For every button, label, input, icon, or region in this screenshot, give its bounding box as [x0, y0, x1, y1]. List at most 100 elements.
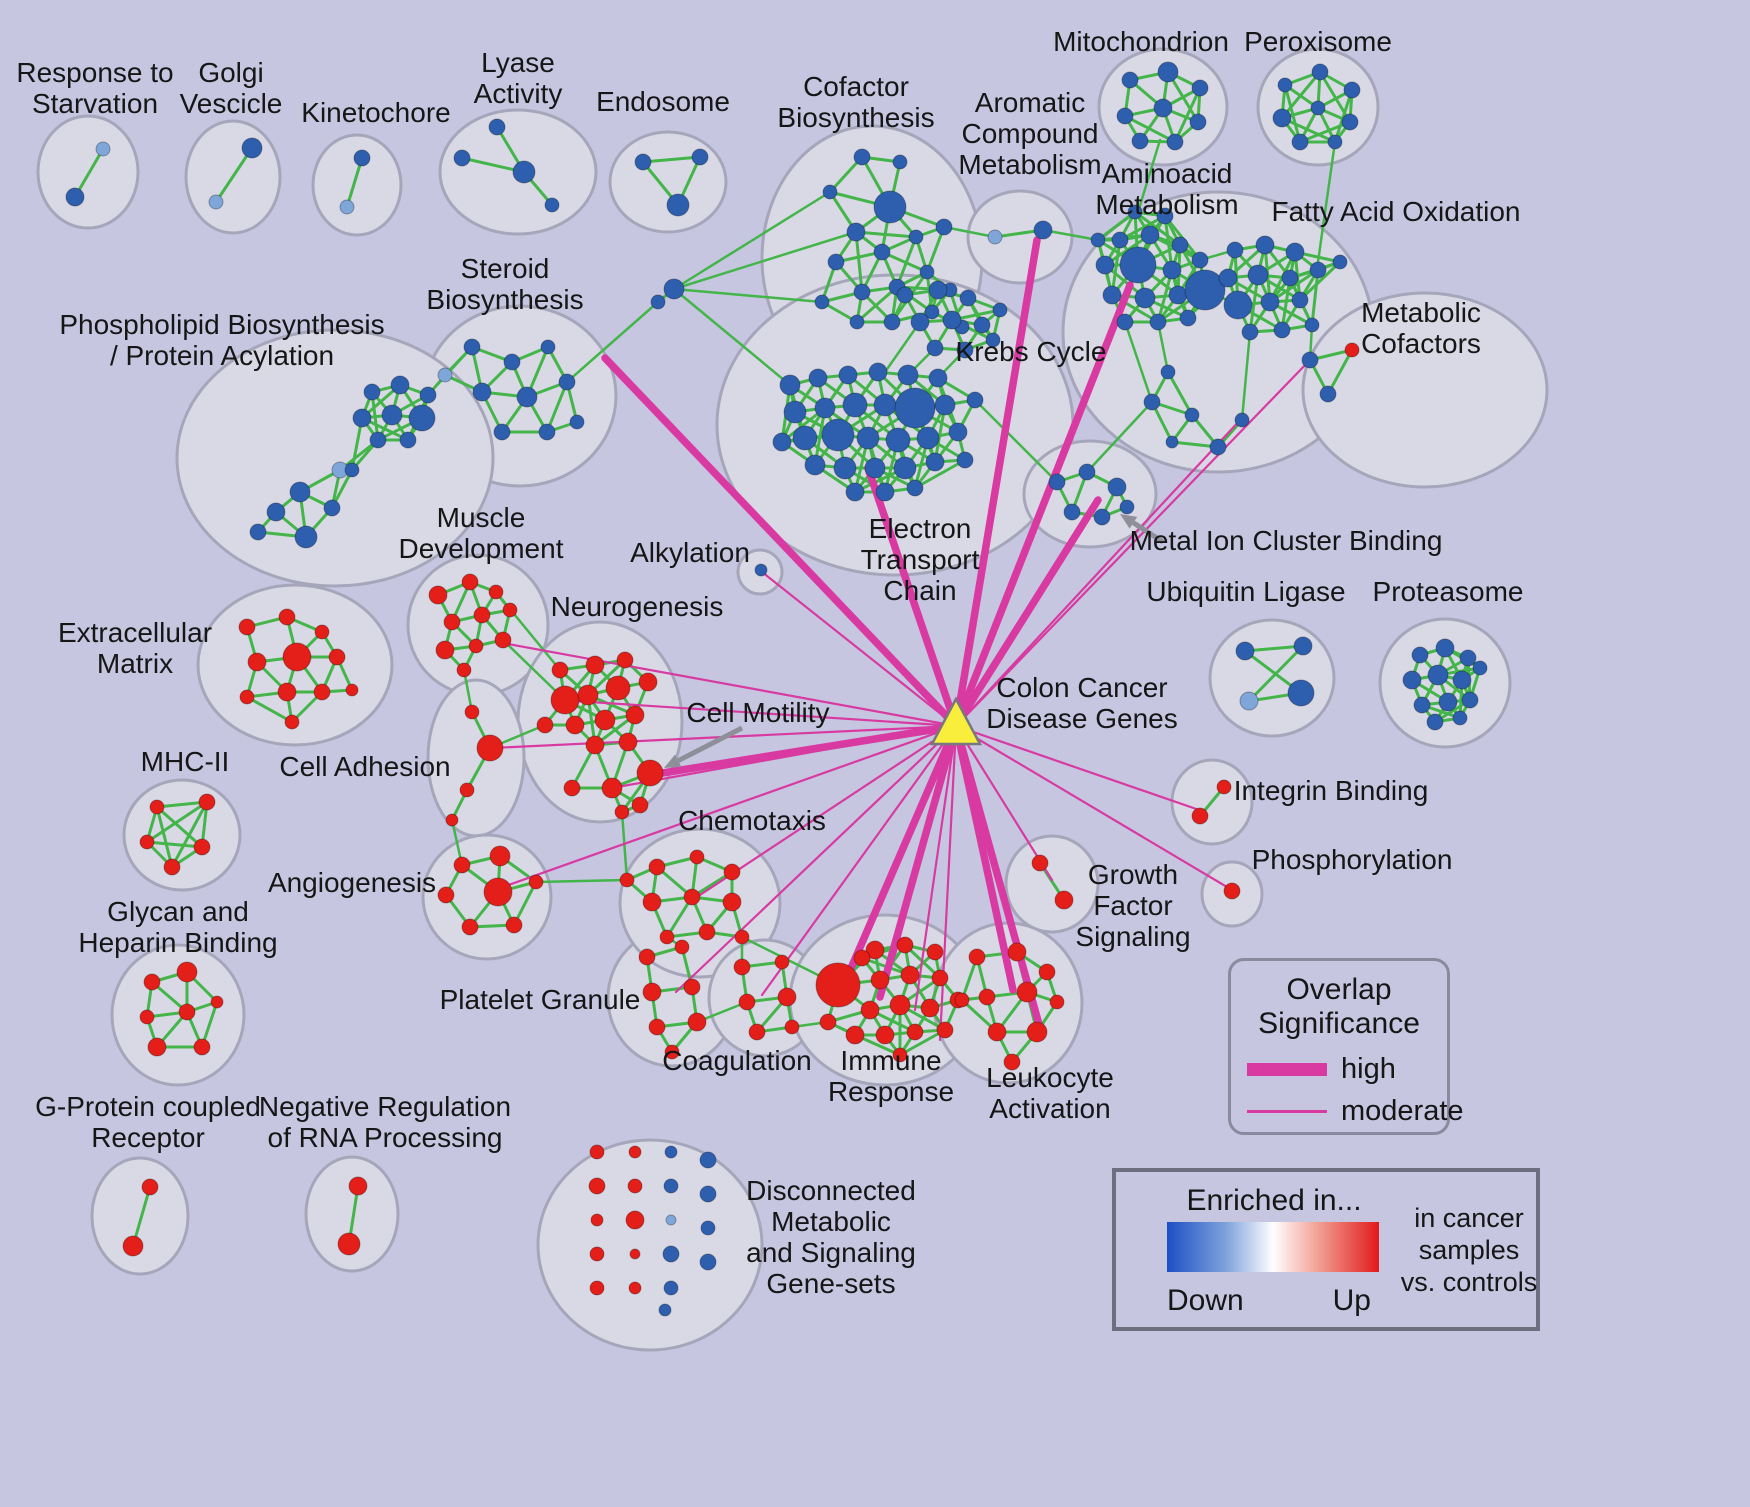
gene-set-node[interactable]	[551, 661, 569, 679]
gene-set-node[interactable]	[456, 662, 472, 678]
gene-set-node[interactable]	[1327, 134, 1343, 150]
gene-set-node[interactable]	[1038, 963, 1056, 981]
gene-set-node[interactable]	[942, 310, 962, 330]
gene-set-node[interactable]	[889, 994, 911, 1016]
gene-set-node[interactable]	[284, 714, 300, 730]
gene-set-node[interactable]	[906, 479, 924, 497]
gene-set-node[interactable]	[95, 141, 111, 157]
gene-set-node[interactable]	[631, 796, 649, 814]
gene-set-node[interactable]	[369, 431, 387, 449]
gene-set-node[interactable]	[505, 916, 523, 934]
gene-set-node[interactable]	[323, 499, 341, 517]
gene-set-node[interactable]	[865, 940, 885, 960]
gene-set-node[interactable]	[1119, 246, 1157, 284]
gene-set-node[interactable]	[849, 314, 865, 330]
gene-set-node[interactable]	[163, 858, 181, 876]
gene-set-node[interactable]	[916, 426, 940, 450]
gene-set-node[interactable]	[896, 286, 914, 304]
gene-set-node[interactable]	[625, 705, 645, 725]
gene-set-node[interactable]	[363, 383, 381, 401]
gene-set-node[interactable]	[1461, 691, 1479, 709]
gene-set-node[interactable]	[1131, 132, 1149, 150]
gene-set-node[interactable]	[1049, 994, 1065, 1010]
gene-set-node[interactable]	[282, 642, 312, 672]
gene-set-node[interactable]	[1191, 807, 1209, 825]
gene-set-node[interactable]	[814, 397, 836, 419]
gene-set-node[interactable]	[966, 391, 984, 409]
gene-set-node[interactable]	[628, 1281, 642, 1295]
gene-set-node[interactable]	[783, 400, 807, 424]
gene-set-node[interactable]	[664, 1145, 678, 1159]
gene-set-node[interactable]	[1111, 231, 1129, 249]
gene-set-node[interactable]	[627, 1178, 643, 1194]
gene-set-node[interactable]	[1003, 1053, 1021, 1071]
gene-set-node[interactable]	[814, 294, 830, 310]
gene-set-node[interactable]	[1033, 220, 1053, 240]
gene-set-node[interactable]	[699, 1185, 717, 1203]
gene-set-node[interactable]	[1054, 890, 1074, 910]
gene-set-node[interactable]	[1411, 646, 1429, 664]
gene-set-node[interactable]	[589, 1246, 605, 1262]
gene-set-node[interactable]	[985, 332, 1001, 348]
gene-set-node[interactable]	[193, 1038, 211, 1056]
gene-set-node[interactable]	[875, 482, 895, 502]
gene-set-node[interactable]	[344, 462, 360, 478]
gene-set-node[interactable]	[699, 1253, 717, 1271]
gene-set-node[interactable]	[774, 954, 790, 970]
gene-set-node[interactable]	[1472, 660, 1488, 676]
gene-set-node[interactable]	[663, 278, 685, 300]
gene-set-node[interactable]	[266, 502, 286, 522]
gene-set-node[interactable]	[443, 613, 461, 631]
gene-set-node[interactable]	[700, 1220, 716, 1236]
gene-set-node[interactable]	[892, 154, 908, 170]
gene-set-node[interactable]	[141, 1178, 159, 1196]
gene-set-node[interactable]	[210, 995, 224, 1009]
gene-set-node[interactable]	[663, 1178, 679, 1194]
gene-set-node[interactable]	[483, 877, 513, 907]
gene-set-node[interactable]	[1402, 670, 1422, 690]
gene-set-node[interactable]	[638, 948, 656, 966]
gene-set-node[interactable]	[1459, 649, 1477, 667]
gene-set-node[interactable]	[1344, 342, 1360, 358]
gene-set-node[interactable]	[208, 194, 224, 210]
hub-triangle[interactable]	[929, 696, 983, 746]
gene-set-node[interactable]	[1341, 113, 1359, 131]
gene-set-node[interactable]	[468, 638, 484, 654]
gene-set-node[interactable]	[659, 929, 675, 945]
gene-set-node[interactable]	[928, 280, 948, 300]
gene-set-node[interactable]	[1209, 438, 1227, 456]
gene-set-node[interactable]	[870, 970, 890, 990]
gene-set-node[interactable]	[628, 1145, 642, 1159]
gene-set-node[interactable]	[512, 160, 536, 184]
gene-set-node[interactable]	[122, 1235, 144, 1257]
gene-set-node[interactable]	[488, 584, 504, 600]
gene-set-node[interactable]	[143, 973, 161, 991]
gene-set-node[interactable]	[461, 918, 479, 936]
gene-set-node[interactable]	[1165, 435, 1179, 449]
gene-set-node[interactable]	[733, 958, 751, 976]
gene-set-node[interactable]	[314, 624, 330, 640]
gene-set-node[interactable]	[777, 987, 797, 1007]
gene-set-node[interactable]	[987, 229, 1003, 245]
gene-set-node[interactable]	[1273, 321, 1291, 339]
gene-set-node[interactable]	[1007, 942, 1027, 962]
gene-set-node[interactable]	[634, 153, 652, 171]
gene-set-node[interactable]	[1293, 636, 1313, 656]
gene-set-node[interactable]	[1291, 291, 1309, 309]
gene-set-node[interactable]	[664, 1044, 680, 1060]
gene-set-node[interactable]	[1311, 63, 1329, 81]
gene-set-node[interactable]	[1184, 407, 1200, 423]
gene-set-node[interactable]	[1413, 696, 1431, 714]
gene-set-node[interactable]	[1310, 100, 1326, 116]
gene-set-node[interactable]	[1281, 269, 1299, 287]
gene-set-node[interactable]	[337, 1232, 361, 1256]
gene-set-node[interactable]	[178, 1003, 196, 1021]
gene-set-node[interactable]	[987, 1022, 1007, 1042]
gene-set-node[interactable]	[873, 190, 907, 224]
gene-set-node[interactable]	[642, 982, 662, 1002]
gene-set-node[interactable]	[699, 1151, 717, 1169]
gene-set-node[interactable]	[1234, 412, 1250, 428]
gene-set-node[interactable]	[277, 682, 297, 702]
gene-set-node[interactable]	[437, 886, 455, 904]
gene-set-node[interactable]	[804, 454, 826, 476]
